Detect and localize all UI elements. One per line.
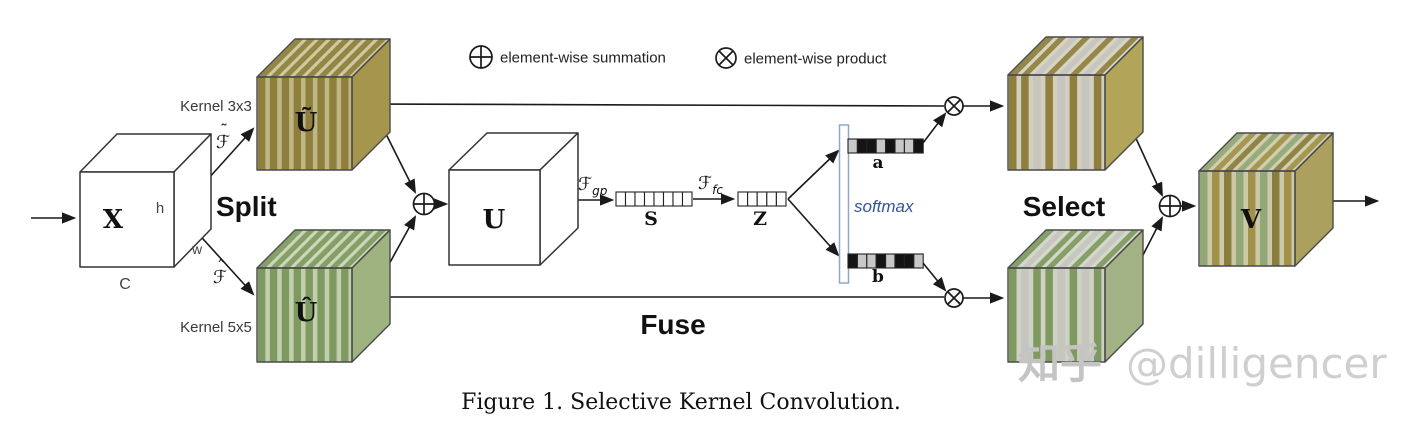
uhat-junction	[347, 269, 944, 298]
fused-cube-u	[448, 132, 579, 266]
vector-z	[737, 191, 787, 207]
ffc-label: ℱfc	[698, 173, 723, 197]
z-to-b-arrow	[787, 198, 840, 257]
s-label: S	[644, 208, 658, 230]
input-cube-x	[79, 133, 212, 268]
feature-stack-u-hat	[256, 229, 391, 363]
select-label: Select	[1023, 191, 1106, 222]
split-label: Split	[216, 191, 277, 222]
watermark-handle: @dilligencer	[1126, 339, 1387, 388]
u-tilde-label: Ũ	[295, 106, 318, 138]
f-hat-accent: ˆ	[217, 257, 225, 276]
f-tilde-accent: ˜	[220, 121, 228, 140]
legend-product-label: element-wise product	[744, 51, 887, 68]
product-node-top	[944, 96, 964, 116]
a-label: a	[872, 153, 883, 173]
z-label: Z	[753, 208, 767, 230]
attention-vector-a	[847, 138, 924, 154]
b-to-product-arrow	[922, 262, 947, 292]
z-to-a-arrow	[787, 149, 840, 200]
attention-vector-b	[847, 253, 924, 269]
selected-stack-top	[1007, 36, 1144, 171]
dim-w-label: w	[191, 241, 203, 257]
softmax-bracket	[838, 124, 850, 284]
f-hat-label: ℱ	[213, 267, 227, 288]
utilde-junction	[347, 103, 945, 132]
u-label: U	[483, 205, 506, 235]
feature-stack-u-tilde	[256, 38, 391, 171]
figure-caption: Figure 1. Selective Kernel Convolution.	[461, 390, 901, 415]
selected-stack-bottom	[1007, 229, 1144, 363]
softmax-label: softmax	[854, 197, 914, 216]
output-stack-v	[1198, 132, 1334, 267]
x-label: X	[103, 205, 124, 235]
summation-node-right	[1158, 194, 1182, 218]
kernel-5x5-label: Kernel 5x5	[180, 319, 252, 336]
legend-summation-icon	[469, 45, 493, 69]
product-node-bottom	[944, 288, 964, 308]
fgp-label: ℱgp	[578, 174, 608, 198]
watermark-site: 知乎	[1018, 339, 1102, 388]
dim-c-label: C	[119, 276, 131, 293]
b-label: b	[872, 267, 884, 287]
kernel-3x3-label: Kernel 3x3	[180, 98, 252, 115]
v-label: V	[1240, 205, 1262, 235]
vector-s	[615, 191, 693, 207]
f-tilde-label: ℱ	[216, 132, 230, 153]
fuse-label: Fuse	[640, 309, 705, 340]
a-to-product-arrow	[922, 112, 947, 144]
summation-node-mid	[412, 192, 436, 216]
legend-summation-label: element-wise summation	[500, 50, 666, 67]
u-hat-label: Û	[295, 296, 318, 328]
legend-product-icon	[715, 47, 737, 69]
watermark: 知乎 @dilligencer	[1018, 339, 1387, 388]
dim-h-label: h	[156, 200, 164, 217]
